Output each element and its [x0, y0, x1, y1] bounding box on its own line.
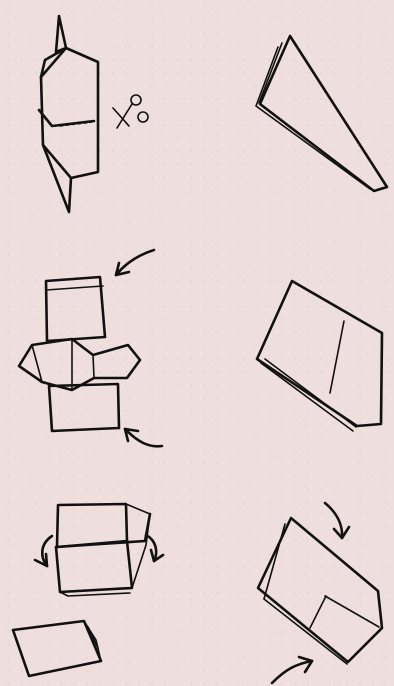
arrow-icon [146, 535, 163, 561]
arrow-icon [116, 250, 154, 275]
step-6-finished-booklet [13, 621, 101, 676]
step-4-creased-sheet [257, 281, 382, 431]
arrow-icon [35, 536, 52, 566]
step-3-expanded-booklet [19, 277, 140, 431]
step-7-folded-card [258, 518, 382, 664]
arrow-icon [325, 503, 349, 538]
scissors-icon [113, 95, 148, 128]
arrow-icon [125, 429, 162, 446]
step-2-folded-sheet [256, 36, 387, 191]
step-1-folded-strip [39, 16, 98, 212]
step-5-book-form [56, 504, 150, 596]
arrow-icon [272, 657, 312, 683]
